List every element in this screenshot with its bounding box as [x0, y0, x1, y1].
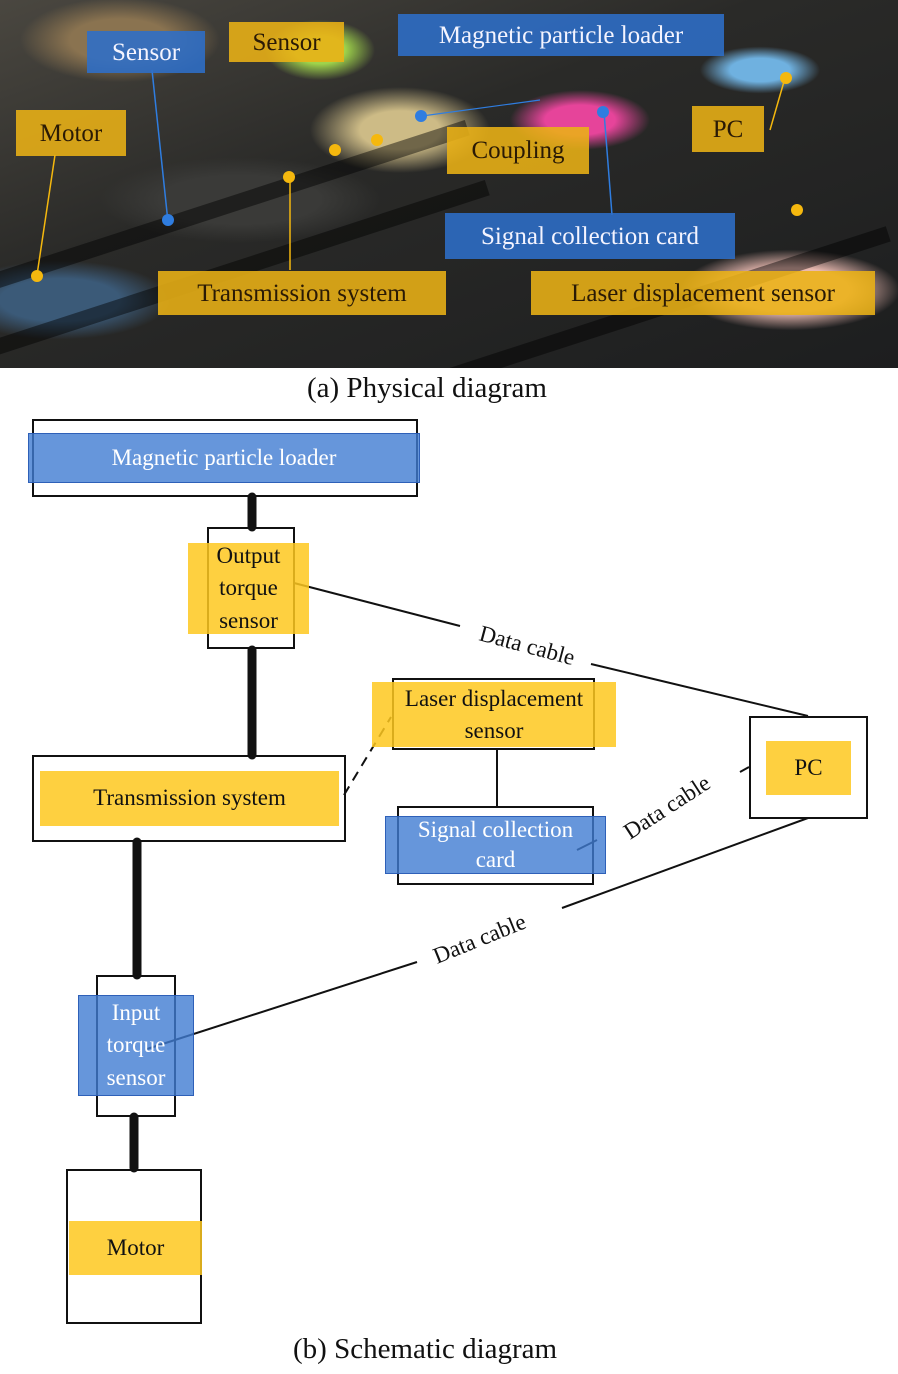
- signal-card-line: Signal collection: [417, 817, 574, 843]
- block-magnetic-particle-loader: Magnetic particle loader: [28, 433, 420, 483]
- input-torque-sensor-line: sensor: [106, 1064, 166, 1090]
- block-motor: Motor: [69, 1221, 202, 1275]
- block-signal-collection-card: Signal collection card: [385, 816, 606, 874]
- block-input-torque-sensor: Input torque sensor: [78, 995, 194, 1096]
- block-pc: PC: [766, 741, 851, 795]
- output-torque-sensor-line: torque: [219, 575, 278, 601]
- input-torque-sensor-line: torque: [106, 1032, 166, 1058]
- laser-sensor-line: Laser displacement: [404, 686, 584, 712]
- sensor-marker: [371, 134, 383, 146]
- leader-line: [603, 111, 613, 216]
- label-coupling: Coupling: [447, 127, 589, 174]
- output-torque-sensor-line: Output: [216, 543, 281, 569]
- data-cable-line: [590, 663, 809, 717]
- block-laser-displacement-sensor: Laser displacement sensor: [372, 682, 616, 747]
- data-cable-line: [561, 817, 809, 909]
- block-output-torque-sensor: Output torque sensor: [188, 543, 309, 634]
- block-transmission-system: Transmission system: [40, 771, 339, 826]
- leader-line: [421, 99, 541, 117]
- leader-line: [36, 154, 56, 276]
- leader-lines: [36, 69, 786, 276]
- leader-line: [151, 69, 169, 223]
- block-pc-frame: [749, 716, 868, 819]
- input-torque-sensor-line: Input: [111, 1000, 161, 1026]
- motor-marker: [31, 270, 43, 282]
- data-cable-line: [293, 582, 461, 627]
- label-sensor-blue: Sensor: [87, 31, 205, 73]
- label-signal-collection-card: Signal collection card: [445, 213, 735, 259]
- data-cable-label-top: Data cable: [477, 621, 578, 670]
- label-laser-displacement-sensor: Laser displacement sensor: [531, 271, 875, 315]
- data-cable-label-middle: Data cable: [619, 770, 715, 844]
- pc-marker: [780, 72, 792, 84]
- caption-physical-diagram: (a) Physical diagram: [307, 372, 547, 404]
- block-transmission-system-frame: [32, 755, 346, 842]
- transmission-marker: [283, 171, 295, 183]
- sensor-marker: [162, 214, 174, 226]
- label-magnetic-particle-loader: Magnetic particle loader: [398, 14, 724, 56]
- leader-line: [769, 77, 786, 131]
- signal-card-line: card: [475, 847, 516, 872]
- loader-marker: [415, 110, 427, 122]
- coupling-marker: [329, 144, 341, 156]
- label-transmission-system: Transmission system: [158, 271, 446, 315]
- laser-sensor-line: sensor: [464, 717, 524, 743]
- label-pc: PC: [692, 106, 764, 152]
- label-sensor-yellow: Sensor: [229, 22, 344, 62]
- caption-schematic-diagram: (b) Schematic diagram: [293, 1333, 558, 1365]
- label-motor: Motor: [16, 110, 126, 156]
- card-marker: [597, 106, 609, 118]
- physical-photo: Sensor Sensor Magnetic particle loader M…: [0, 0, 898, 368]
- data-cable-label-bottom: Data cable: [430, 909, 530, 969]
- output-torque-sensor-line: sensor: [219, 607, 278, 633]
- laser-marker: [791, 204, 803, 216]
- data-cable-line: [739, 766, 750, 773]
